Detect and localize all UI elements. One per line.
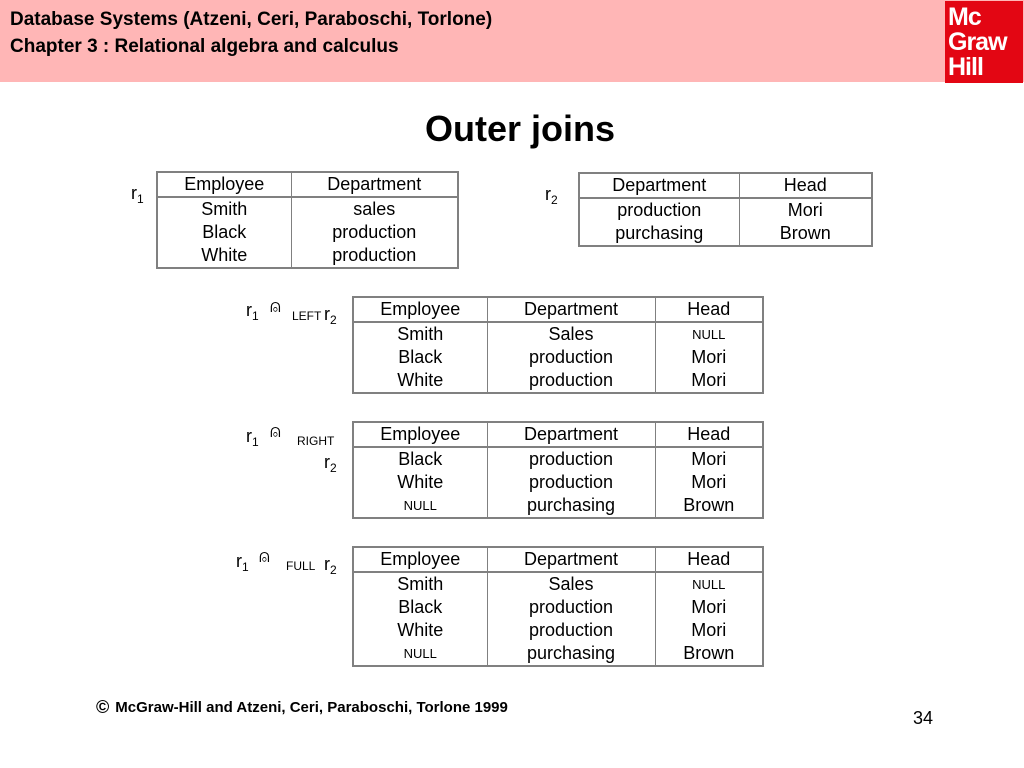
- null-cell: NULL: [403, 498, 437, 513]
- table-cell: Mori: [654, 369, 763, 393]
- r2-label: r2: [545, 184, 558, 207]
- table-cell: production: [290, 244, 458, 268]
- table-cell: Black: [398, 449, 443, 469]
- footer-copyright: © McGraw-Hill and Atzeni, Ceri, Parabosch…: [96, 697, 508, 718]
- column-header: Head: [738, 173, 872, 199]
- left-join-type: LEFT: [292, 309, 322, 323]
- table-cell: Mori: [654, 346, 763, 369]
- column-header: Head: [654, 297, 763, 323]
- column-header: Department: [486, 297, 655, 323]
- column-header: Head: [654, 547, 763, 573]
- table-cell: Mori: [654, 471, 763, 494]
- column-header: Employee: [353, 422, 487, 448]
- table-cell: production: [486, 346, 655, 369]
- column-header: Department: [290, 172, 458, 198]
- table-cell: Smith: [397, 324, 444, 344]
- page-number: 34: [913, 708, 934, 728]
- table-cell: Brown: [654, 642, 763, 666]
- table-row: purchasing Brown: [579, 222, 872, 246]
- table-cell: Black: [398, 597, 443, 617]
- table-cell: production: [486, 619, 655, 642]
- table-cell: White: [397, 370, 444, 390]
- mcgraw-hill-logo: Mc Graw Hill: [945, 1, 1023, 83]
- full-join-type: FULL: [286, 559, 316, 573]
- full-outer-join-icon: ⍝: [259, 546, 270, 566]
- right-outer-join-icon: ⍝: [270, 421, 281, 441]
- copyright-text: McGraw-Hill and Atzeni, Ceri, Paraboschi…: [115, 699, 508, 716]
- table-cell: Mori: [654, 447, 763, 471]
- column-header: Head: [654, 422, 763, 448]
- table-row: production Mori: [579, 198, 872, 222]
- table-cell: Smith: [201, 199, 248, 219]
- left-join-r2-label: r2: [324, 304, 337, 327]
- slide-title: Outer joins: [424, 108, 616, 149]
- table-cell: Brown: [738, 222, 872, 246]
- right-join-r1-label: r1: [246, 426, 259, 449]
- table-cell: White: [201, 245, 248, 265]
- table-cell: purchasing: [615, 223, 704, 243]
- table-row: Black production: [157, 221, 458, 244]
- null-cell: NULL: [654, 322, 763, 346]
- table-cell: Sales: [486, 322, 655, 346]
- table-cell: Sales: [486, 572, 655, 596]
- table-r2: Department Head production Mori purchasin…: [578, 172, 873, 247]
- column-header: Employee: [353, 547, 487, 573]
- table-cell: production: [486, 369, 655, 393]
- logo-line-2: Graw: [948, 27, 1008, 56]
- full-join-r1-label: r1: [236, 551, 249, 574]
- logo-line-3: Hill: [948, 52, 984, 81]
- table-right-join: Employee Department Head Black production…: [352, 421, 764, 519]
- table-cell: White: [397, 472, 444, 492]
- column-header: Department: [486, 422, 655, 448]
- table-cell: production: [290, 221, 458, 244]
- table-cell: White: [397, 620, 444, 640]
- table-cell: production: [486, 471, 655, 494]
- column-header: Employee: [157, 172, 291, 198]
- right-join-r2-label: r2: [324, 452, 337, 475]
- table-cell: Black: [398, 347, 443, 367]
- right-join-type: RIGHT: [297, 434, 335, 448]
- table-cell: production: [486, 596, 655, 619]
- table-row: Smith sales: [157, 197, 458, 221]
- left-join-r1-label: r1: [246, 300, 259, 323]
- header-book-title: Database Systems (Atzeni, Ceri, Parabosc…: [10, 9, 493, 30]
- full-join-r2-label: r2: [324, 554, 337, 577]
- table-cell: sales: [290, 197, 458, 221]
- table-cell: Black: [202, 222, 247, 242]
- table-cell: Mori: [654, 619, 763, 642]
- table-cell: Smith: [397, 574, 444, 594]
- table-cell: production: [486, 447, 655, 471]
- table-r1: Employee Department Smith sales Black prod…: [156, 171, 459, 269]
- table-cell: Mori: [654, 596, 763, 619]
- table-cell: Brown: [654, 494, 763, 518]
- null-cell: NULL: [403, 646, 437, 661]
- slide-header: Database Systems (Atzeni, Ceri, Parabosc…: [0, 0, 1024, 82]
- logo-line-1: Mc: [948, 2, 982, 31]
- table-cell: Mori: [738, 198, 872, 222]
- column-header: Department: [486, 547, 655, 573]
- copyright-icon: ©: [96, 697, 110, 717]
- column-header: Employee: [353, 297, 487, 323]
- table-row: White production: [157, 244, 458, 268]
- table-cell: purchasing: [486, 642, 655, 666]
- header-chapter-title: Chapter 3 : Relational algebra and calcu…: [10, 36, 399, 57]
- null-cell: NULL: [654, 572, 763, 596]
- r1-label: r1: [131, 183, 144, 206]
- table-cell: production: [617, 200, 702, 220]
- table-cell: purchasing: [486, 494, 655, 518]
- left-outer-join-icon: ⍝: [270, 296, 281, 316]
- column-header: Department: [579, 173, 739, 199]
